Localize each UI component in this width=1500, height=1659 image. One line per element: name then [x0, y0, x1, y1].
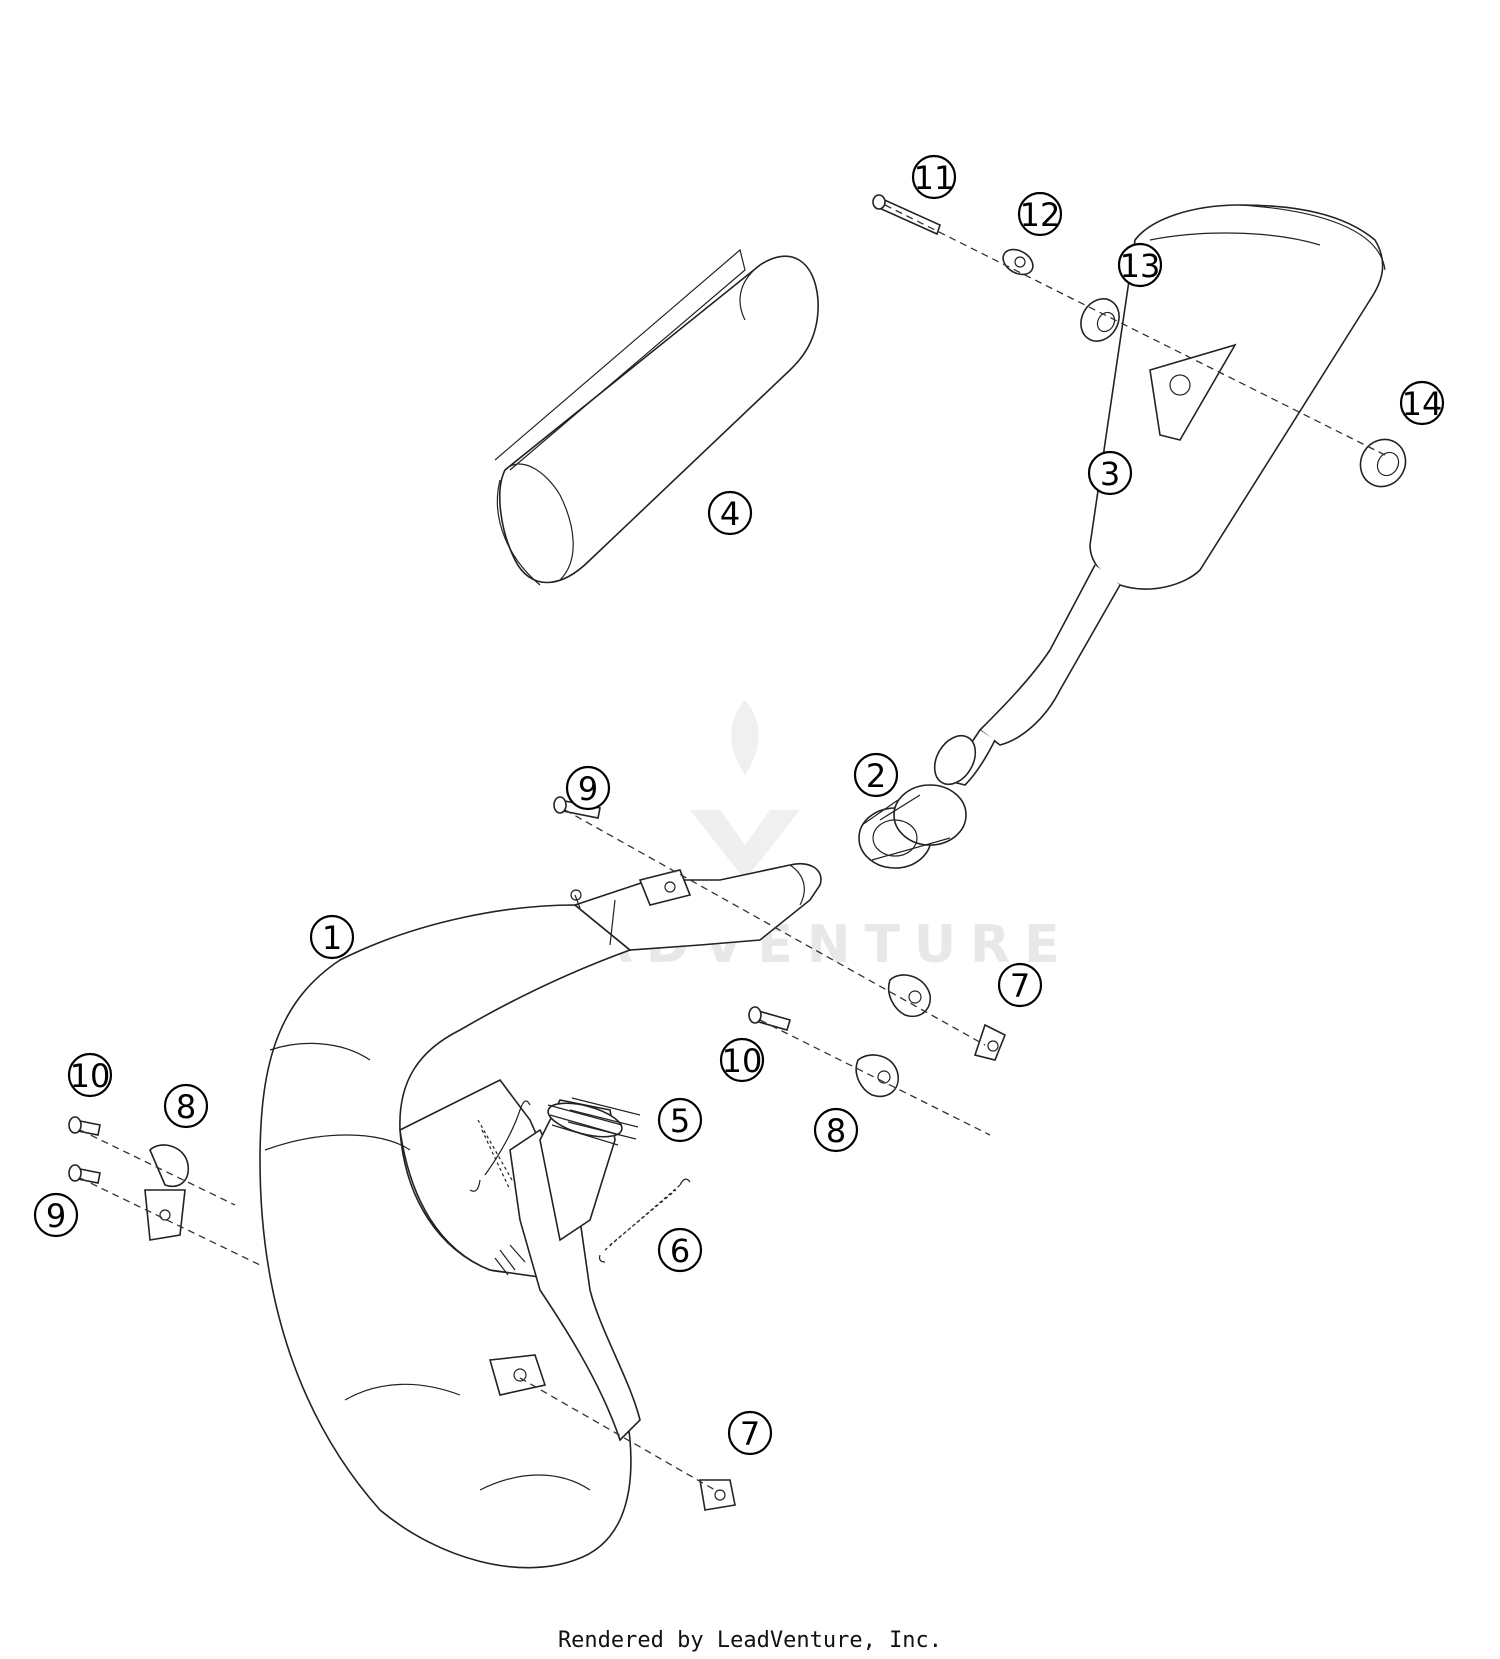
callout-3: 3 — [1087, 450, 1133, 496]
callout-7-upper: 7 — [997, 962, 1043, 1008]
callout-9-left-label: 9 — [46, 1197, 66, 1235]
callout-8-left: 8 — [163, 1083, 209, 1129]
callout-2-label: 2 — [866, 757, 886, 795]
pipe-mount-hardware — [68, 796, 1007, 1511]
callout-8-left-label: 8 — [176, 1088, 196, 1126]
callout-14-label: 14 — [1402, 385, 1443, 423]
spring-parts — [469, 1097, 691, 1276]
leader-lines — [79, 204, 1386, 1491]
callout-11-label: 11 — [914, 159, 955, 197]
exhaust-pipe-part — [259, 863, 822, 1569]
callout-14: 14 — [1399, 380, 1445, 426]
callout-2: 2 — [853, 752, 899, 798]
callout-9-upper-label: 9 — [578, 770, 598, 808]
callout-11: 11 — [911, 154, 957, 200]
callout-7-lower: 7 — [727, 1410, 773, 1456]
callout-10-left: 10 — [67, 1052, 113, 1098]
callout-6: 6 — [657, 1227, 703, 1273]
callout-7-lower-label: 7 — [740, 1415, 760, 1453]
callout-5: 5 — [657, 1097, 703, 1143]
silencer-part — [933, 204, 1386, 786]
heat-shield-part — [494, 248, 819, 586]
callout-8-right-label: 8 — [826, 1112, 846, 1150]
callout-1-label: 1 — [322, 919, 342, 957]
callout-4-label: 4 — [720, 495, 740, 533]
callout-13-label: 13 — [1120, 247, 1161, 285]
callout-12: 12 — [1017, 191, 1063, 237]
callout-5-label: 5 — [670, 1102, 690, 1140]
callout-4: 4 — [707, 490, 753, 536]
callout-10-left-label: 10 — [70, 1057, 111, 1095]
callout-13: 13 — [1117, 242, 1163, 288]
callout-10-right: 10 — [719, 1037, 765, 1083]
callout-3-label: 3 — [1100, 455, 1120, 493]
callout-9-upper: 9 — [565, 765, 611, 811]
callout-6-label: 6 — [670, 1232, 690, 1270]
connector-sleeve-part — [858, 784, 967, 869]
silencer-mount-hardware — [872, 194, 1407, 488]
callout-10-right-label: 10 — [722, 1042, 763, 1080]
callout-7-upper-label: 7 — [1010, 967, 1030, 1005]
callout-12-label: 12 — [1020, 196, 1061, 234]
rendered-by-footer: Rendered by LeadVenture, Inc. — [557, 1628, 943, 1653]
callout-9-left: 9 — [33, 1192, 79, 1238]
callout-1: 1 — [309, 914, 355, 960]
callout-8-right: 8 — [813, 1107, 859, 1153]
